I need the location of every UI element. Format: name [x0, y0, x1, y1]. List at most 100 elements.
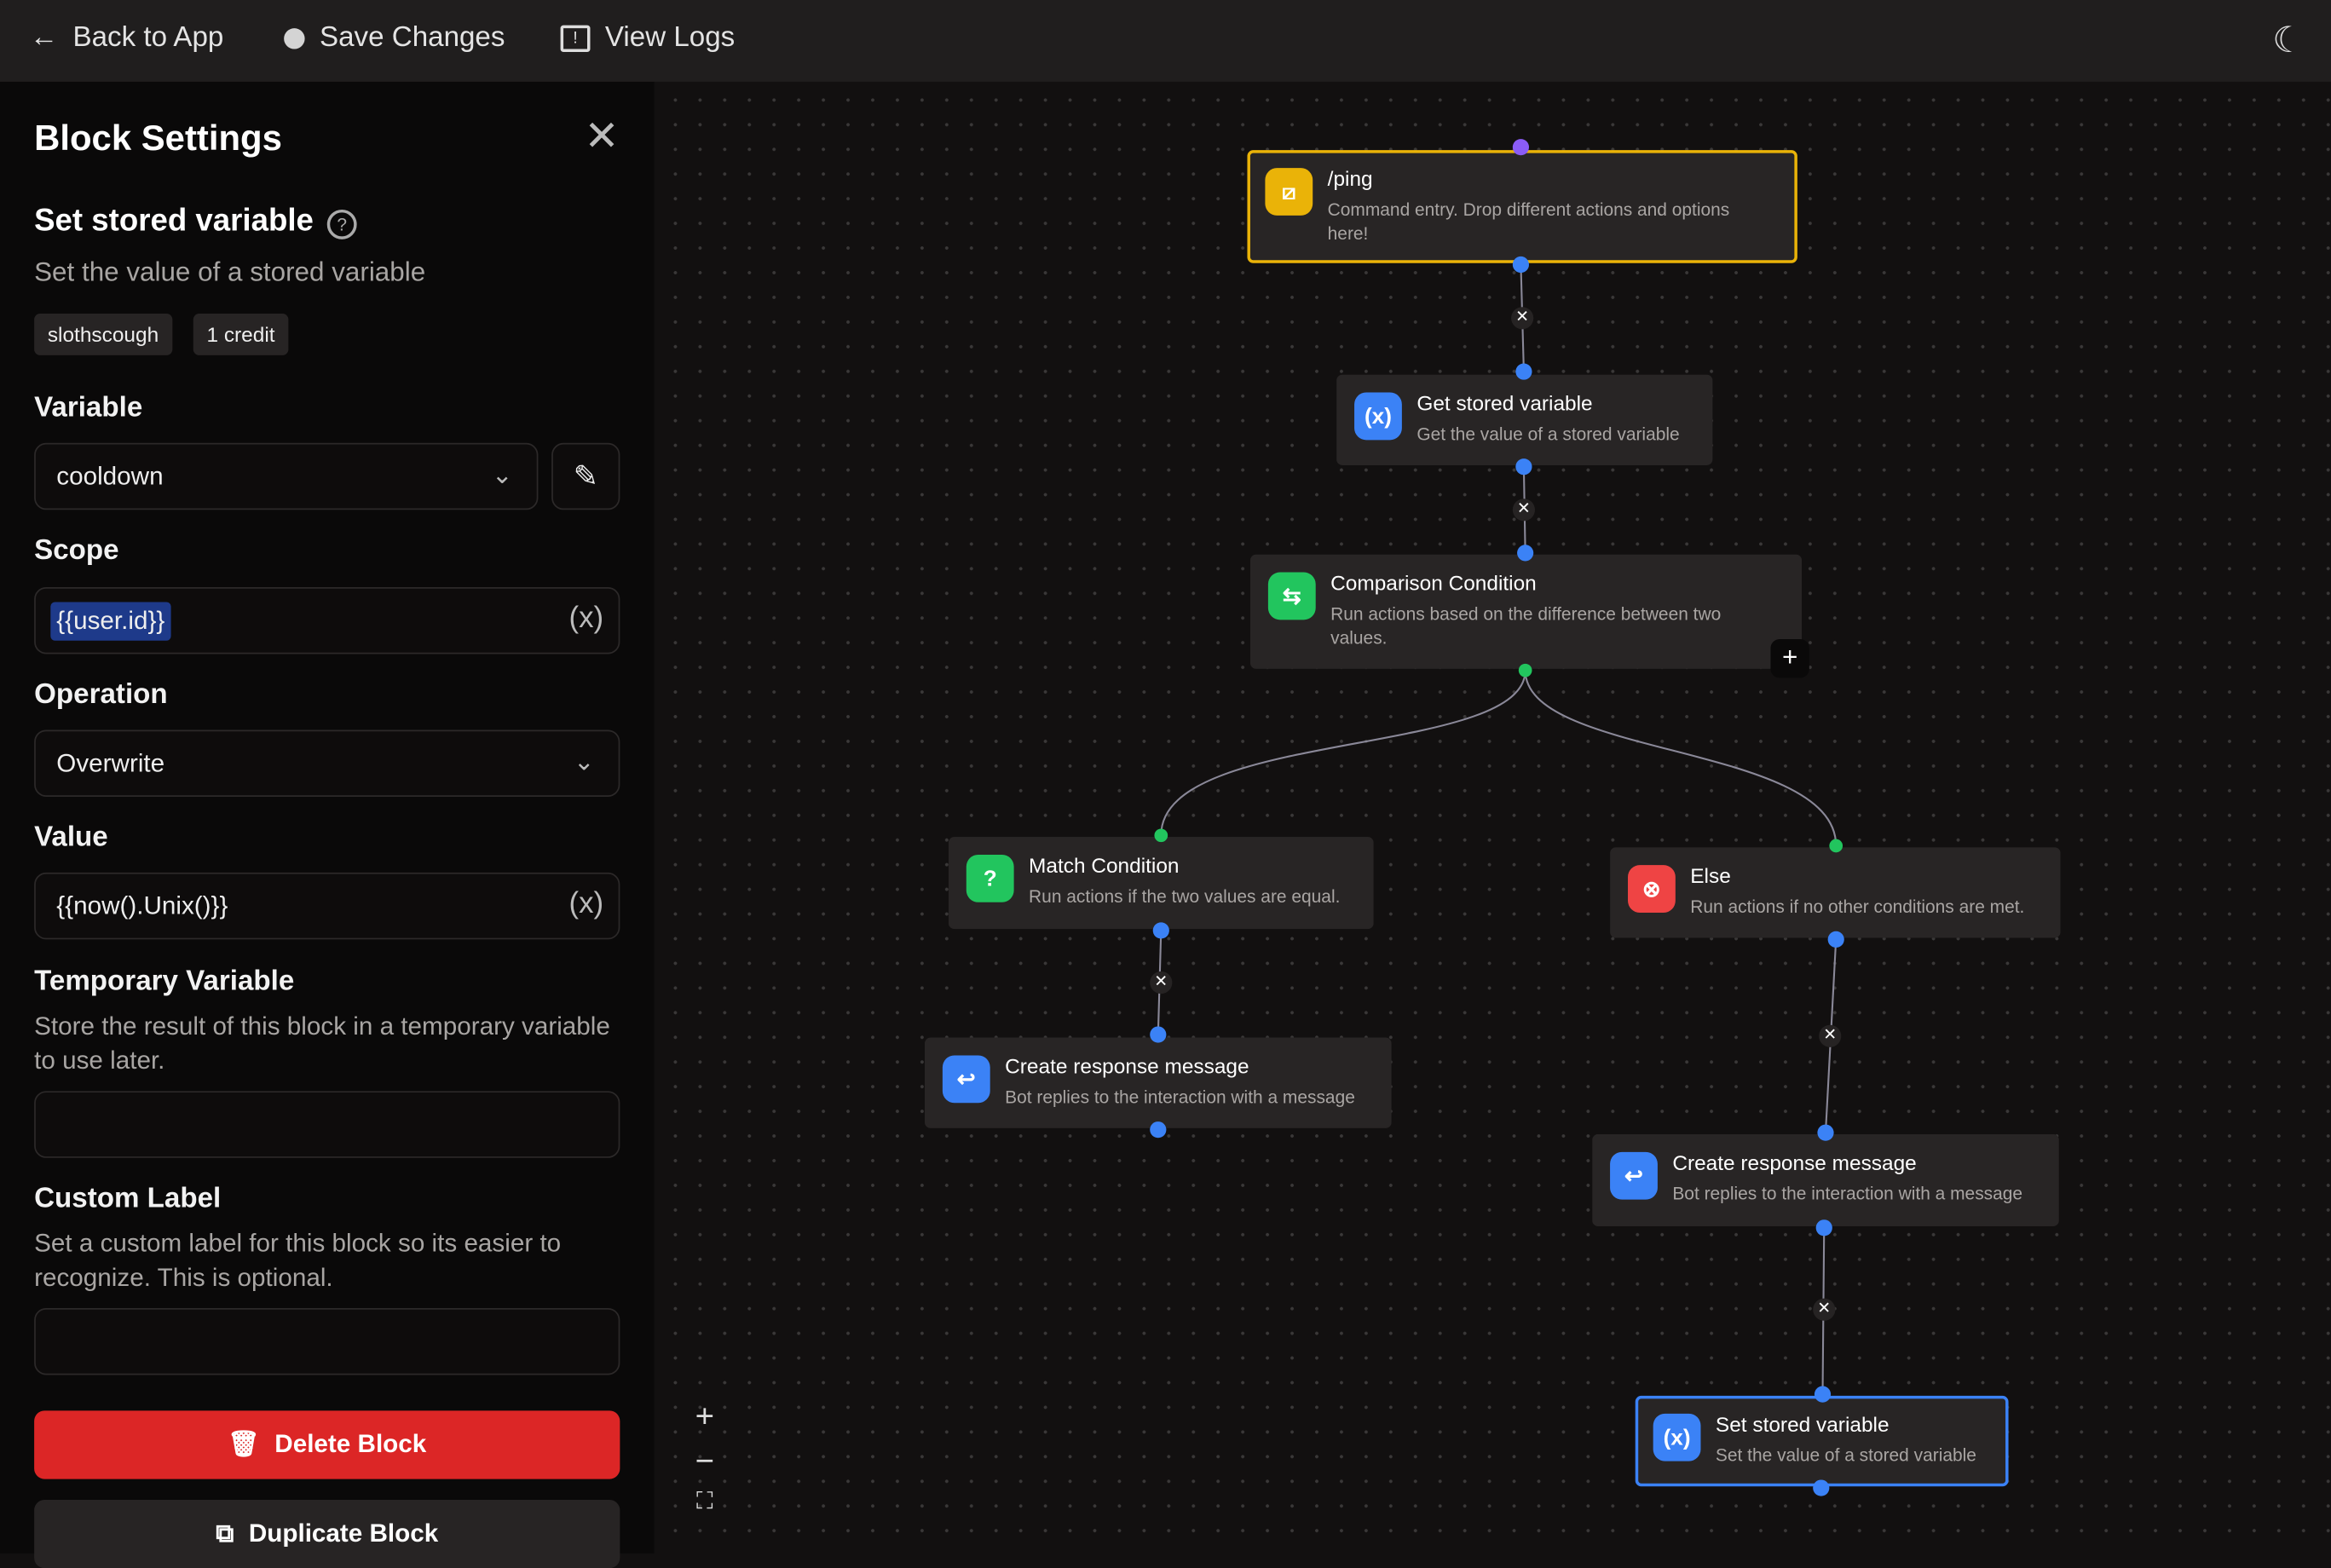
delete-edge-icon[interactable]: ✕ — [1819, 1024, 1842, 1047]
node-title: Match Condition — [1029, 853, 1180, 878]
variable-insert-icon[interactable]: (x) — [568, 602, 604, 635]
node-title: Create response message — [1005, 1053, 1249, 1078]
temp-variable-desc: Store the result of this block in a temp… — [34, 1012, 610, 1075]
reply-message-icon: ↩ — [1610, 1151, 1658, 1200]
operation-value: Overwrite — [56, 748, 165, 777]
delete-block-button[interactable]: 🗑 Delete Block — [34, 1410, 620, 1479]
node-handle[interactable] — [1817, 1124, 1834, 1141]
scope-input[interactable]: {{user.id}} (x) — [34, 586, 620, 654]
variable-insert-icon[interactable]: (x) — [568, 887, 604, 920]
variable-label: Variable — [34, 392, 143, 424]
value-label: Value — [34, 821, 108, 854]
node-handle[interactable] — [1814, 1386, 1832, 1403]
add-condition-button[interactable]: + — [1770, 639, 1809, 678]
zoom-in-icon[interactable]: + — [695, 1397, 714, 1435]
reply-message-icon: ↩ — [942, 1055, 990, 1104]
block-description: Set the value of a stored variable — [34, 257, 426, 287]
node-title: Comparison Condition — [1330, 570, 1537, 595]
node-handle[interactable] — [1827, 931, 1844, 948]
node-handle[interactable] — [1518, 663, 1532, 677]
node-desc: Run actions based on the difference betw… — [1330, 603, 1722, 649]
edge — [1524, 670, 1838, 846]
temp-variable-input[interactable] — [34, 1091, 620, 1158]
node-desc: Command entry. Drop different actions an… — [1327, 199, 1730, 245]
node-handle[interactable] — [1517, 545, 1534, 562]
fit-view-icon[interactable]: ⛶ — [696, 1489, 713, 1515]
node-handle[interactable] — [1512, 139, 1530, 156]
node-desc: Bot replies to the interaction with a me… — [1672, 1183, 2023, 1204]
node-handle[interactable] — [1515, 363, 1532, 380]
node-handle[interactable] — [1150, 1121, 1167, 1139]
value-input[interactable]: {{now().Unix()}}(x) — [34, 872, 620, 940]
save-changes-button[interactable]: Save Changes — [284, 22, 505, 55]
block-settings-panel: Block Settings ✕ Set stored variable ? S… — [0, 81, 655, 1568]
x-circle-icon: ⊗ — [1628, 865, 1676, 914]
temp-variable-label: Temporary Variable — [34, 966, 295, 998]
zoom-out-icon[interactable]: − — [695, 1441, 714, 1479]
variable-select[interactable]: cooldown⌄ — [34, 442, 539, 510]
node-handle[interactable] — [1515, 458, 1532, 476]
edit-variable-button[interactable]: ✎ — [551, 442, 620, 510]
panel-title: Block Settings — [34, 118, 282, 159]
custom-label-input[interactable] — [34, 1307, 620, 1375]
command-icon: ⧄ — [1265, 168, 1313, 216]
top-bar: ← Back to App Save Changes ! View Logs ☾ — [0, 0, 2331, 82]
node-handle[interactable] — [1150, 1026, 1167, 1043]
node-handle[interactable] — [1154, 828, 1168, 843]
node-handle[interactable] — [1815, 1219, 1832, 1237]
view-logs-button[interactable]: ! View Logs — [560, 22, 736, 55]
variable-value: cooldown — [56, 461, 164, 490]
node-desc: Run actions if no other conditions are m… — [1690, 896, 2025, 918]
back-to-app-button[interactable]: ← Back to App — [30, 22, 223, 55]
arrows-swap-icon: ⇆ — [1267, 572, 1316, 620]
scope-label: Scope — [34, 534, 119, 567]
operation-label: Operation — [34, 679, 168, 711]
copy-icon: ⧉ — [216, 1519, 234, 1548]
question-icon: ? — [966, 854, 1014, 902]
variable-icon: (x) — [1354, 392, 1402, 441]
node-handle[interactable] — [1152, 922, 1169, 939]
logs-label: View Logs — [604, 22, 736, 54]
node-title: Create response message — [1672, 1150, 1917, 1174]
back-label: Back to App — [72, 22, 224, 54]
chevron-down-icon: ⌄ — [573, 747, 595, 776]
theme-toggle-moon-icon[interactable]: ☾ — [2272, 20, 2305, 61]
delete-edge-icon[interactable]: ✕ — [1511, 307, 1534, 330]
help-icon[interactable]: ? — [326, 209, 357, 239]
custom-label-label: Custom Label — [34, 1183, 222, 1215]
delete-edge-icon[interactable]: ✕ — [1512, 499, 1535, 522]
delete-label: Delete Block — [274, 1430, 427, 1459]
node-title: Else — [1690, 863, 1731, 888]
block-name: Set stored variable — [34, 203, 314, 239]
scope-value: {{user.id}} — [50, 601, 171, 640]
node-title: /ping — [1327, 166, 1373, 191]
node-handle[interactable] — [1813, 1479, 1830, 1496]
close-icon[interactable]: ✕ — [584, 112, 620, 159]
node-desc: Get the value of a stored variable — [1416, 424, 1680, 445]
delete-edge-icon[interactable]: ✕ — [1150, 971, 1173, 994]
variable-icon: (x) — [1653, 1413, 1701, 1461]
duplicate-block-button[interactable]: ⧉Duplicate Block — [34, 1499, 620, 1568]
edge — [1160, 670, 1526, 836]
arrow-left-icon: ← — [29, 22, 59, 54]
node-handle[interactable] — [1829, 839, 1843, 853]
delete-edge-icon[interactable]: ✕ — [1813, 1298, 1836, 1321]
node-desc: Set the value of a stored variable — [1715, 1444, 1976, 1466]
message-alert-icon: ! — [560, 25, 591, 53]
save-label: Save Changes — [320, 22, 505, 54]
credit-tag: 1 credit — [193, 314, 289, 355]
operation-select[interactable]: Overwrite ⌄ — [34, 729, 620, 797]
trash-icon: 🗑 — [228, 1430, 260, 1459]
node-title: Get stored variable — [1416, 390, 1593, 415]
node-handle[interactable] — [1512, 256, 1530, 274]
node-desc: Bot replies to the interaction with a me… — [1005, 1087, 1355, 1108]
